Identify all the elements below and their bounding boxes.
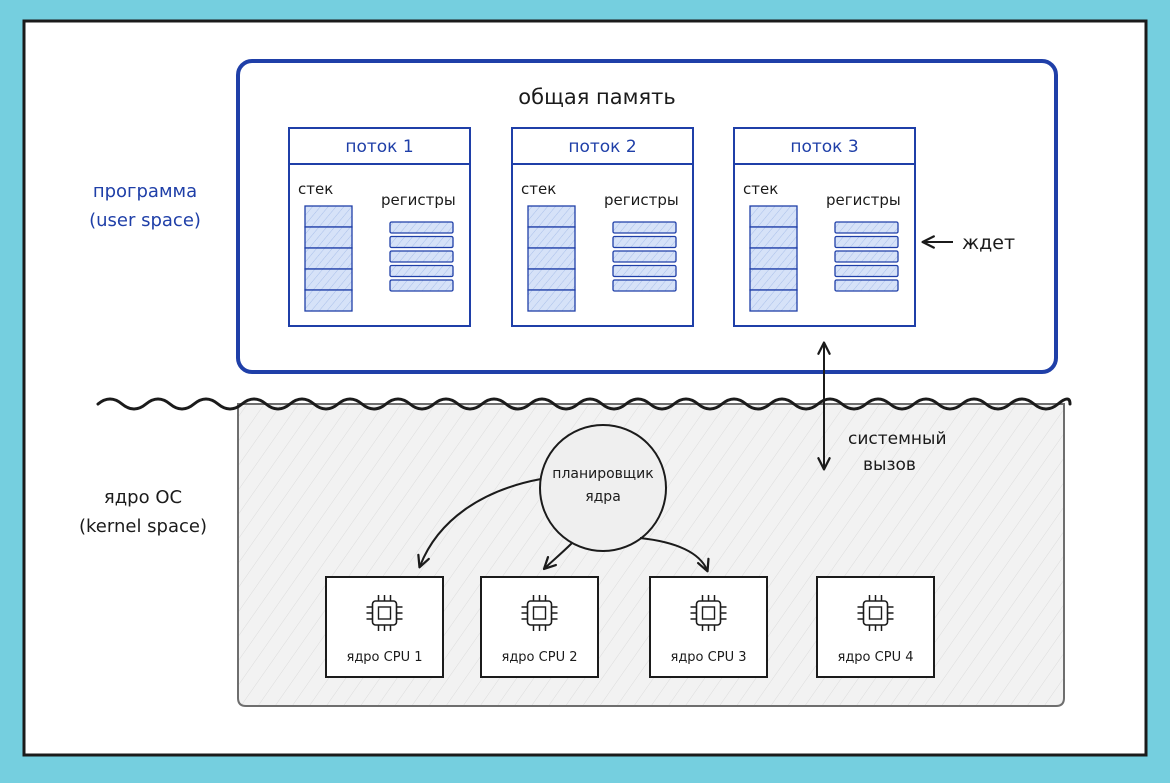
stack-cell [749, 226, 798, 249]
cpu-core-1: ядро CPU 1 [325, 576, 444, 678]
arrow-to-cpu-1 [417, 478, 542, 569]
thread-title: поток 2 [568, 137, 636, 157]
register-cell [612, 221, 677, 234]
stack-cell [304, 268, 353, 291]
thread-title: поток 3 [790, 137, 858, 157]
stack-cell [527, 226, 576, 249]
thread-1: поток 1 стек регистры [288, 127, 471, 327]
arrow-to-cpu-3 [639, 537, 710, 573]
user-space-label-line1: программа [93, 181, 197, 202]
stack-cell [749, 205, 798, 228]
cpu-label: ядро CPU 4 [838, 650, 914, 665]
thread-3: поток 3 стек регистры [733, 127, 916, 327]
shared-memory-title: общая память [518, 85, 675, 109]
cpu-core-2: ядро CPU 2 [480, 576, 599, 678]
stack-cell [527, 289, 576, 312]
stack-cell [749, 289, 798, 312]
stack-cell [304, 289, 353, 312]
stack-label: стек [743, 180, 778, 198]
registers-label: регистры [381, 191, 456, 209]
cpu-core-4: ядро CPU 4 [816, 576, 935, 678]
register-cell [834, 264, 899, 278]
kernel-space-label-line2: (kernel space) [79, 516, 207, 537]
stack-cell [527, 247, 576, 270]
registers [834, 221, 899, 292]
stack-cell [749, 247, 798, 270]
register-cell [389, 235, 454, 249]
cpu-label: ядро CPU 1 [347, 650, 423, 665]
scheduler-arrows [417, 478, 710, 573]
register-cell [389, 250, 454, 263]
user-kernel-boundary [96, 397, 1072, 411]
cpu-label: ядро CPU 3 [671, 650, 747, 665]
scheduler-label-line2: ядра [585, 489, 621, 505]
registers [389, 221, 454, 292]
stack-cell [527, 268, 576, 291]
cpu-label: ядро CPU 2 [502, 650, 578, 665]
stack [304, 205, 353, 312]
register-cell [389, 221, 454, 234]
register-cell [612, 235, 677, 249]
register-cell [612, 250, 677, 263]
stack-cell [749, 268, 798, 291]
cpu-core-3: ядро CPU 3 [649, 576, 768, 678]
registers-label: регистры [604, 191, 679, 209]
waiting-indicator: ждет [921, 232, 1015, 254]
kernel-space-label-line1: ядро ОС [104, 487, 182, 508]
registers-label: регистры [826, 191, 901, 209]
stack-label: стек [521, 180, 556, 198]
register-cell [834, 279, 899, 292]
kernel-scheduler: планировщик ядра [539, 424, 667, 552]
stack-label: стек [298, 180, 333, 198]
stack-cell [527, 205, 576, 228]
register-cell [834, 235, 899, 249]
user-space-label-line2: (user space) [89, 210, 201, 231]
cpu-cores-group: ядро CPU 1 ядро CPU 2 ядро CPU 3 ядро CPU 4 [325, 576, 935, 678]
syscall-label-line2: вызов [863, 455, 916, 475]
thread-2: поток 2 стек регистры [511, 127, 694, 327]
thread-title: поток 1 [345, 137, 413, 157]
stack [527, 205, 576, 312]
register-cell [834, 221, 899, 234]
register-cell [612, 264, 677, 278]
arrow-to-cpu-2 [542, 542, 573, 571]
register-cell [834, 250, 899, 263]
waiting-label: ждет [962, 232, 1015, 254]
register-cell [389, 279, 454, 292]
syscall-connector: системный вызов [817, 341, 947, 475]
syscall-label-line1: системный [848, 429, 947, 449]
stack-cell [304, 247, 353, 270]
scheduler-label-line1: планировщик [552, 466, 653, 482]
stack-cell [304, 226, 353, 249]
registers [612, 221, 677, 292]
stack-cell [304, 205, 353, 228]
stack [749, 205, 798, 312]
register-cell [612, 279, 677, 292]
register-cell [389, 264, 454, 278]
